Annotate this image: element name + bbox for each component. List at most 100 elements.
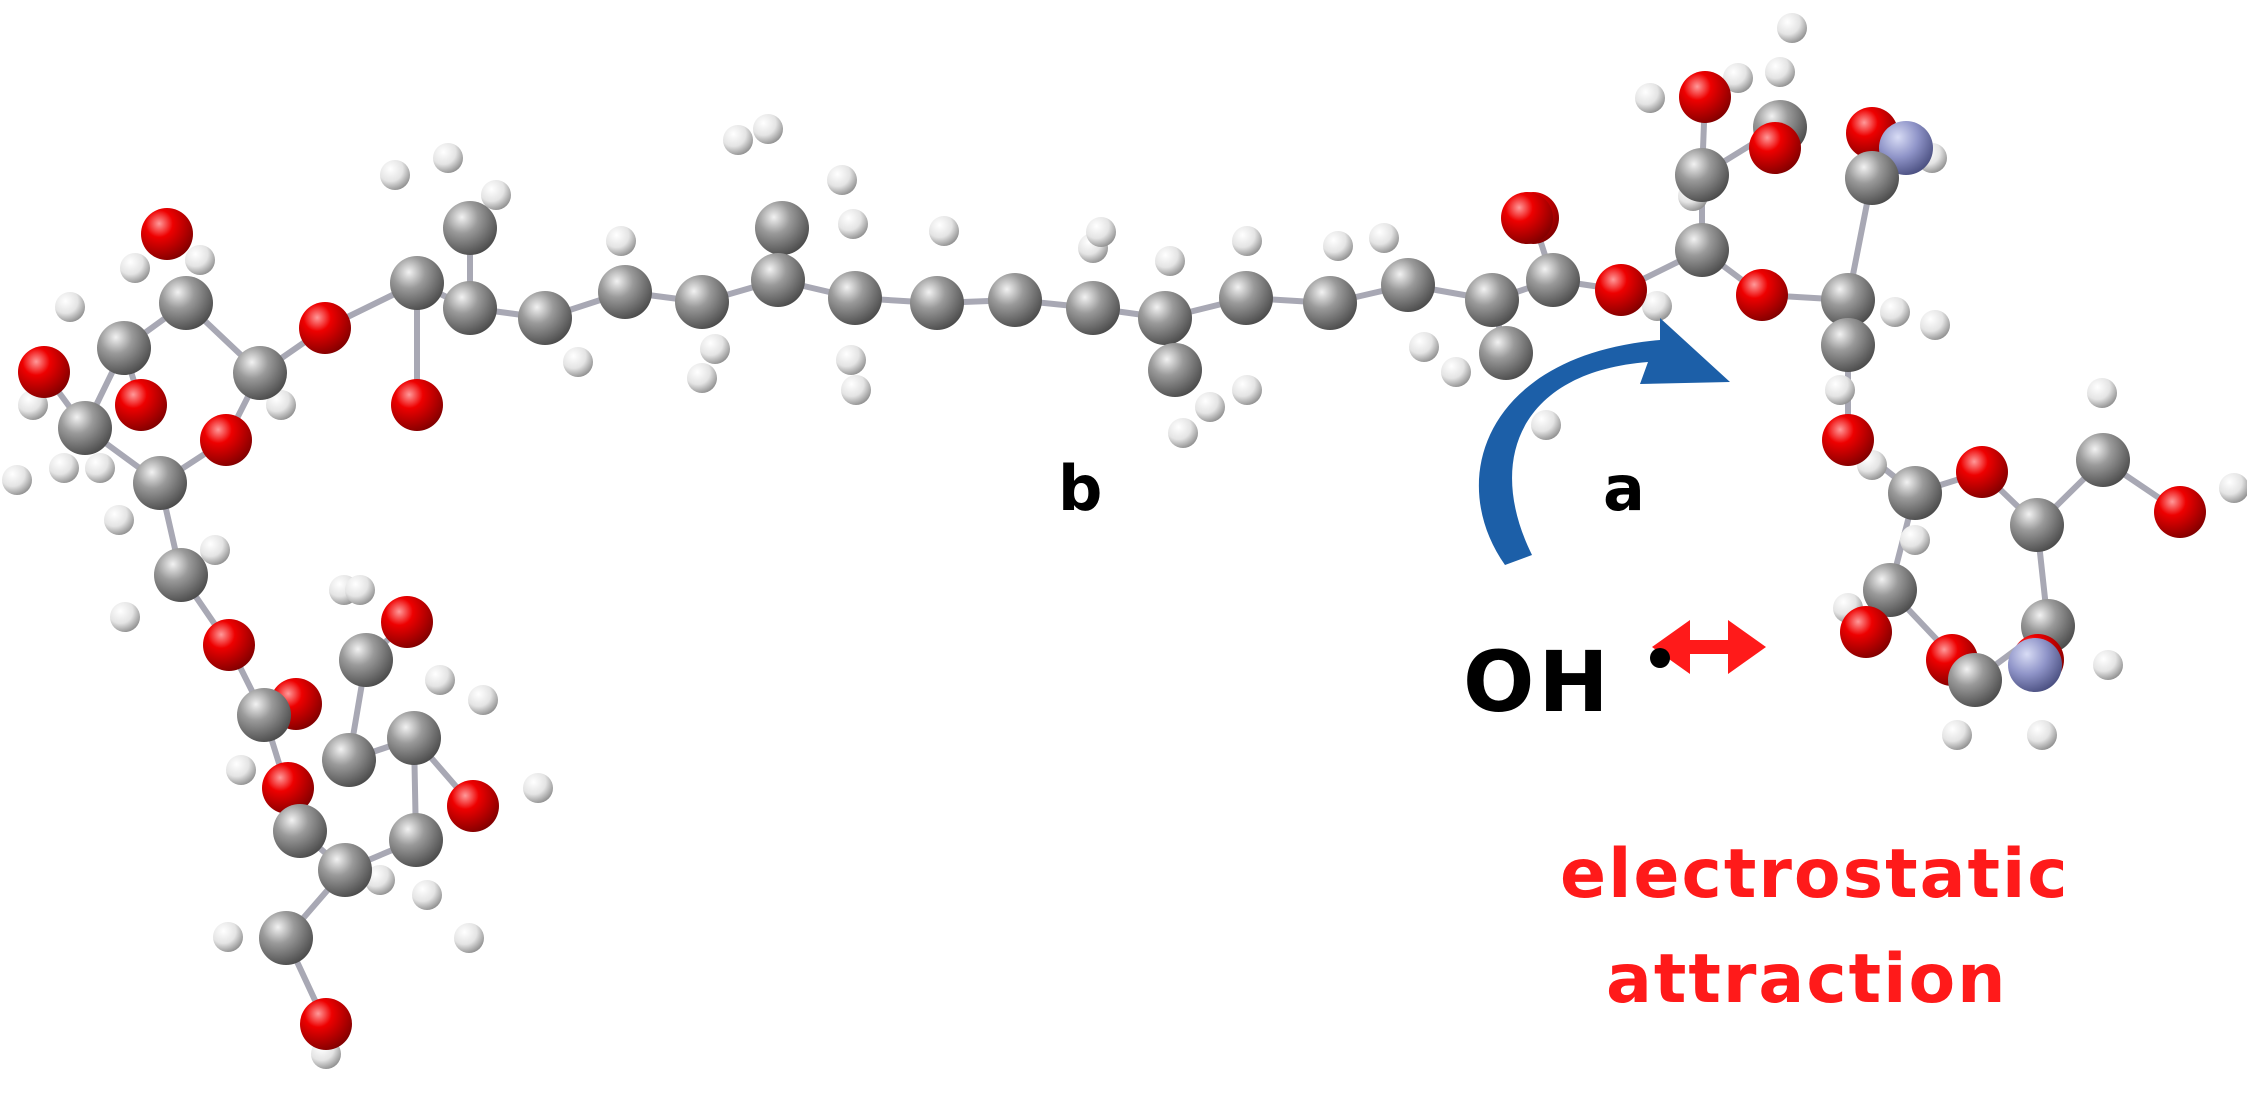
- double-arrow-icon: [1652, 620, 1766, 674]
- carbon-atom: [443, 281, 497, 335]
- hydrogen-atom: [1409, 332, 1439, 362]
- hydrogen-atom: [49, 453, 79, 483]
- oxygen-atom: [1679, 71, 1731, 123]
- carbon-atom: [389, 813, 443, 867]
- oxygen-atom: [141, 208, 193, 260]
- carbon-atom: [390, 256, 444, 310]
- carbon-atom: [1219, 271, 1273, 325]
- oxygen-atom: [203, 619, 255, 671]
- hydrogen-atom: [200, 535, 230, 565]
- oxygen-atom: [300, 998, 352, 1050]
- hydrogen-atom: [1777, 13, 1807, 43]
- carbon-atom: [1675, 148, 1729, 202]
- radical-dot-icon: [1650, 648, 1670, 668]
- carbon-atom: [1863, 563, 1917, 617]
- hydrogen-atom: [687, 363, 717, 393]
- carbon-atom: [1148, 343, 1202, 397]
- hydrogen-atom: [1155, 246, 1185, 276]
- hydrogen-atom: [606, 226, 636, 256]
- hydrogen-atom: [700, 334, 730, 364]
- oxygen-atom: [115, 379, 167, 431]
- carbon-atom: [1465, 273, 1519, 327]
- carbon-atom: [910, 276, 964, 330]
- hydrogen-atom: [723, 125, 753, 155]
- oxygen-atom: [447, 780, 499, 832]
- curved-arrow-icon: [1478, 318, 1730, 565]
- carbon-atom: [1138, 291, 1192, 345]
- site-a-label: a: [1603, 452, 1645, 525]
- carbon-atom: [2010, 498, 2064, 552]
- oxygen-atom: [381, 596, 433, 648]
- hydrogen-atom: [836, 345, 866, 375]
- oxygen-atom: [200, 414, 252, 466]
- hydrogen-atom: [2219, 473, 2247, 503]
- hydrogen-atom: [827, 165, 857, 195]
- hydrogen-atom: [1441, 357, 1471, 387]
- attraction-label: attraction: [1606, 940, 2008, 1019]
- carbon-atom: [2076, 433, 2130, 487]
- carbon-atom: [1381, 258, 1435, 312]
- hydrogen-atom: [468, 685, 498, 715]
- carbon-atom: [1675, 223, 1729, 277]
- carbon-atom: [154, 548, 208, 602]
- hydrogen-atom: [433, 143, 463, 173]
- hydrogen-atom: [929, 216, 959, 246]
- carbon-atom: [97, 321, 151, 375]
- hydrogen-atom: [412, 880, 442, 910]
- carbon-atom: [159, 276, 213, 330]
- hydrogen-atom: [1642, 291, 1672, 321]
- carbon-atom: [828, 271, 882, 325]
- hydrogen-atom: [753, 114, 783, 144]
- oxygen-atom: [391, 379, 443, 431]
- hydrogen-atom: [2087, 378, 2117, 408]
- carbon-atom: [1526, 253, 1580, 307]
- carbon-atom: [1066, 281, 1120, 335]
- hydrogen-atom: [1765, 57, 1795, 87]
- hydrogen-atom: [1880, 297, 1910, 327]
- carbon-atom: [133, 456, 187, 510]
- oxygen-atom: [1956, 446, 2008, 498]
- hydrogen-atom: [841, 375, 871, 405]
- hydrogen-atom: [1900, 525, 1930, 555]
- oxygen-atom: [2154, 486, 2206, 538]
- hydrogen-atom: [425, 665, 455, 695]
- hydrogen-atom: [266, 390, 296, 420]
- hydrogen-atom: [213, 922, 243, 952]
- oxygen-atom: [18, 346, 70, 398]
- carbon-atom: [1845, 151, 1899, 205]
- hydrogen-atom: [481, 180, 511, 210]
- hydrogen-atom: [110, 602, 140, 632]
- hydrogen-atom: [1531, 410, 1561, 440]
- carbon-atom: [443, 201, 497, 255]
- hydrogen-atom: [1232, 375, 1262, 405]
- hydrogen-atom: [1232, 226, 1262, 256]
- carbon-atom: [1821, 318, 1875, 372]
- oxygen-atom: [1749, 122, 1801, 174]
- hydrogen-atom: [2027, 720, 2057, 750]
- electrostatic-label: electrostatic: [1560, 835, 2070, 914]
- carbon-atom: [1303, 276, 1357, 330]
- oxygen-atom: [299, 302, 351, 354]
- hydrogen-atom: [55, 292, 85, 322]
- hydrogen-atom: [1195, 392, 1225, 422]
- hydrogen-atom: [85, 453, 115, 483]
- carbon-atom: [339, 633, 393, 687]
- carbon-atom: [755, 201, 809, 255]
- hydroxyl-radical-label: OH: [1463, 633, 1613, 731]
- hydrogen-atom: [2, 465, 32, 495]
- carbon-atom: [322, 733, 376, 787]
- oxygen-atom: [1501, 192, 1553, 244]
- hydrogen-atom: [1920, 310, 1950, 340]
- hydrogen-atom: [2093, 650, 2123, 680]
- hydrogen-atom: [380, 160, 410, 190]
- hydrogen-atom: [1635, 83, 1665, 113]
- carbon-atom: [1479, 326, 1533, 380]
- carbon-atom: [751, 253, 805, 307]
- hydrogen-atom: [838, 209, 868, 239]
- hydrogen-atom: [120, 253, 150, 283]
- hydrogen-atom: [1323, 231, 1353, 261]
- carbon-atom: [1821, 273, 1875, 327]
- nitrogen-atom: [2008, 638, 2062, 692]
- hydrogen-atom: [1369, 223, 1399, 253]
